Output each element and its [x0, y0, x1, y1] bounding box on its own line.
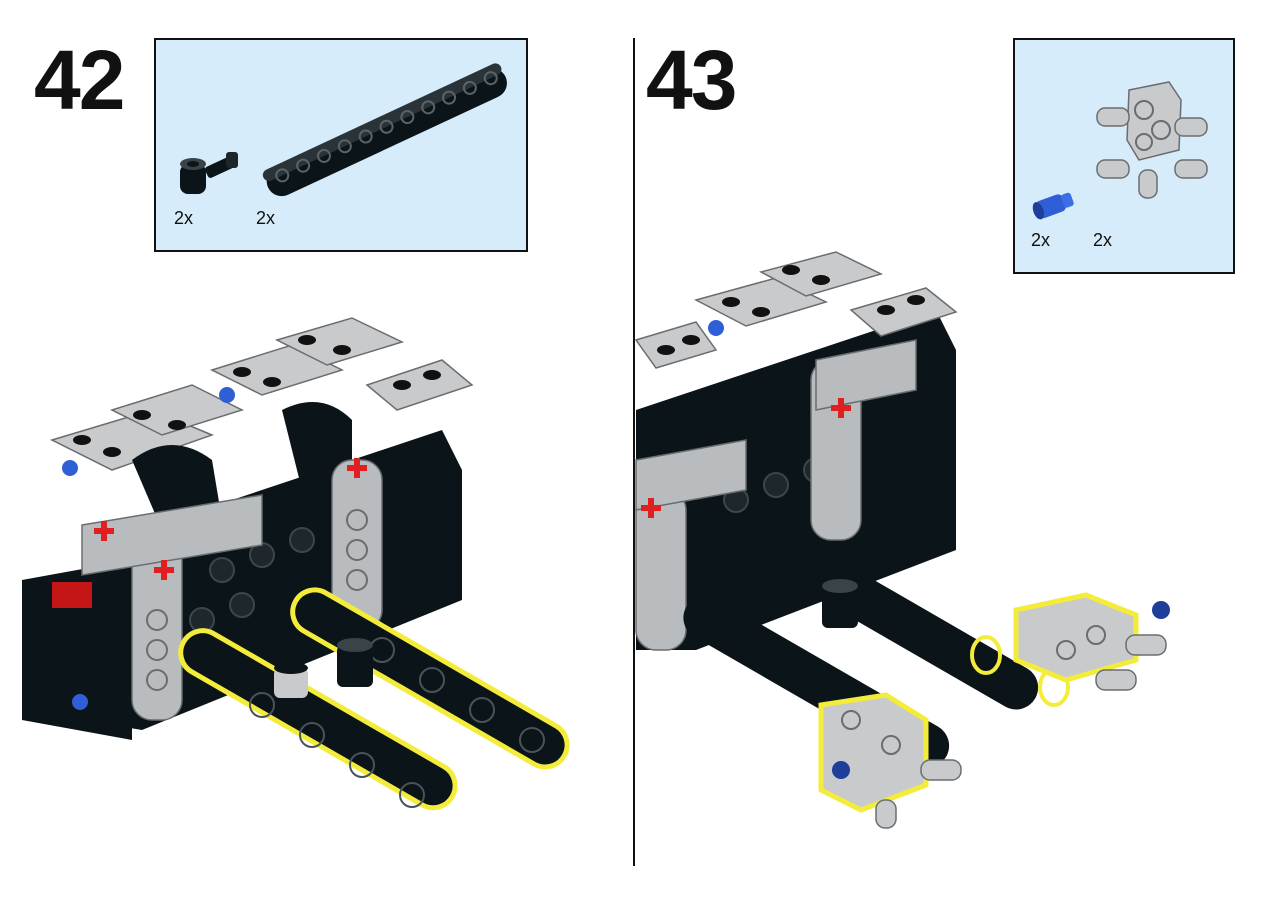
part-quantity: 2x — [1093, 230, 1113, 250]
step-42-assembly-illustration — [22, 317, 570, 811]
step-number-42: 42 — [34, 33, 125, 127]
black-liftarm-beam-icon — [262, 63, 507, 197]
part-quantity: 2x — [1031, 230, 1051, 250]
black-axle-pin-connector-icon — [180, 152, 238, 194]
page-divider — [633, 38, 635, 866]
parts-callout-step-42: 2x 2x — [154, 38, 528, 252]
step-43-assembly-illustration — [634, 251, 1170, 829]
part-quantity: 2x — [256, 208, 276, 228]
gray-pin-connector-block-icon — [1096, 81, 1208, 199]
step-number-43: 43 — [646, 33, 737, 127]
parts-callout-step-43: 2x 2x — [1013, 38, 1235, 274]
blue-axle-pin-icon — [1032, 192, 1074, 220]
part-quantity: 2x — [174, 208, 194, 228]
